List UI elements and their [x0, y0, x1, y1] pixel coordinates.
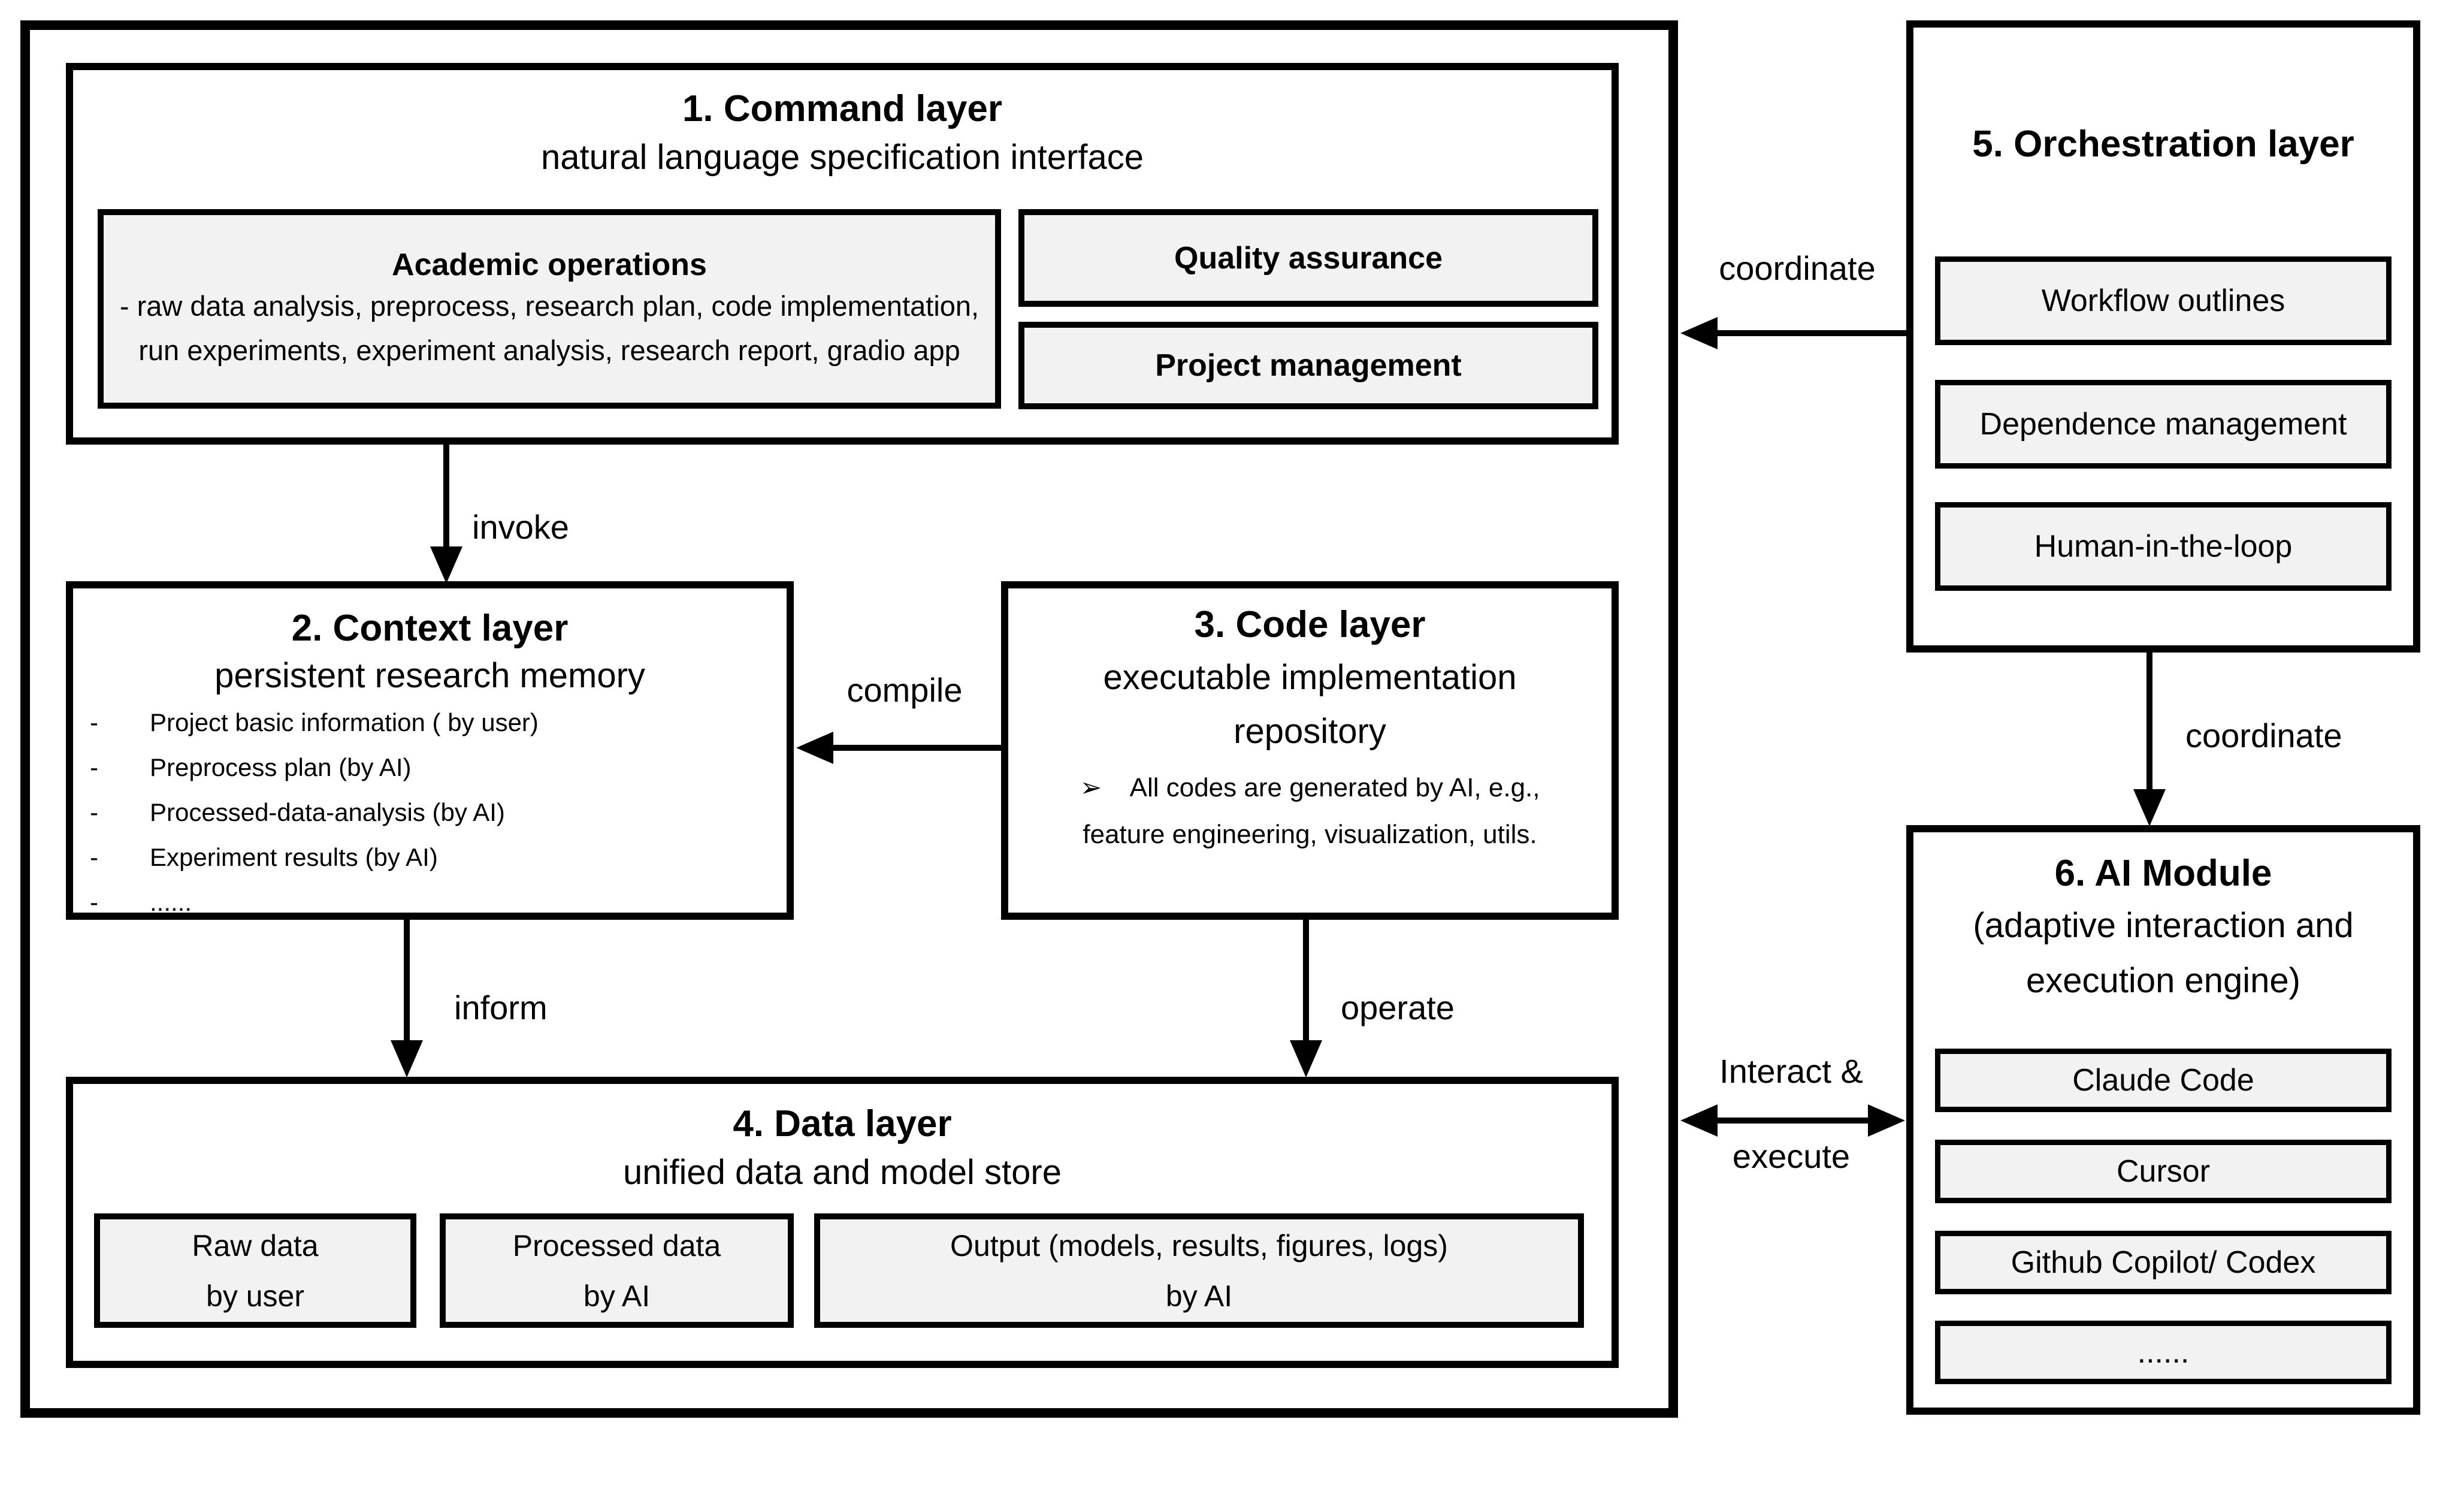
context-item-text: Experiment results (by AI): [150, 842, 438, 871]
academic-operations-title: Academic operations: [392, 247, 707, 282]
code-layer-note: ➢ All codes are generated by AI, e.g., f…: [1008, 765, 1612, 858]
arrowhead-down-icon: [430, 546, 462, 584]
orchestration-item-human-in-the-loop: Human-in-the-loop: [1935, 502, 2392, 591]
interact-label-line1: Interact &: [1719, 1052, 1863, 1090]
arrow-line: [1715, 1118, 1870, 1124]
code-layer-subtitle-line1: executable implementation: [1103, 658, 1517, 697]
arrow-line: [443, 445, 449, 550]
project-management-label: Project management: [1155, 348, 1462, 383]
orchestration-item-workflow-outlines: Workflow outlines: [1935, 256, 2392, 345]
code-note-line2: feature engineering, visualization, util…: [1083, 820, 1537, 849]
arrowhead-right-icon: [1868, 1104, 1905, 1137]
arrowhead-down-icon: [391, 1040, 423, 1077]
quality-assurance-box: Quality assurance: [1018, 209, 1598, 307]
raw-data-store-box: Raw data by user: [94, 1213, 416, 1328]
context-item-list: - Project basic information ( by user) -…: [90, 700, 773, 925]
code-layer-title: 3. Code layer: [1194, 604, 1426, 645]
arrow-line: [404, 919, 410, 1043]
project-management-box: Project management: [1018, 322, 1598, 409]
context-list-item: - Processed-data-analysis (by AI): [90, 790, 773, 835]
coordinate-top-label: coordinate: [1719, 249, 1876, 287]
orchestration-item-label: Dependence management: [1979, 407, 2347, 442]
list-dash: -: [90, 708, 98, 736]
code-layer-subtitle-line2: repository: [1233, 712, 1386, 751]
context-list-item: - Preprocess plan (by AI): [90, 745, 773, 790]
arrowhead-down-icon: [2133, 789, 2166, 826]
ai-item-label: ......: [2137, 1335, 2190, 1370]
command-layer-subtitle: natural language specification interface: [541, 138, 1144, 177]
ai-module-subtitle-line2: execution engine): [2026, 961, 2300, 1000]
context-list-item: - ......: [90, 880, 773, 925]
orchestration-item-label: Workflow outlines: [2041, 283, 2285, 318]
data-layer-subtitle: unified data and model store: [623, 1153, 1062, 1192]
invoke-label: invoke: [472, 508, 569, 546]
orchestration-layer-title: 5. Orchestration layer: [1972, 123, 2354, 165]
context-item-text: Project basic information ( by user): [150, 708, 539, 736]
arrowhead-down-icon: [1290, 1040, 1322, 1077]
orchestration-item-label: Human-in-the-loop: [2034, 529, 2293, 564]
arrow-line: [1716, 330, 1906, 336]
context-item-text: ......: [150, 887, 192, 916]
code-note-text1: All codes are generated by AI, e.g.,: [1129, 773, 1540, 802]
inform-label: inform: [454, 989, 548, 1026]
list-dash: -: [90, 753, 98, 781]
arrowhead-left-icon: [1680, 1104, 1718, 1137]
ai-item-github-copilot-codex: Github Copilot/ Codex: [1935, 1231, 2392, 1294]
context-layer-title: 2. Context layer: [291, 608, 569, 649]
data-layer-title: 4. Data layer: [733, 1103, 952, 1144]
list-dash: -: [90, 887, 98, 916]
ai-item-label: Github Copilot/ Codex: [2010, 1245, 2316, 1280]
interact-label-line2: execute: [1732, 1137, 1851, 1175]
ai-module-title: 6. AI Module: [2054, 853, 2272, 894]
context-item-text: Preprocess plan (by AI): [150, 753, 412, 781]
context-item-text: Processed-data-analysis (by AI): [150, 798, 505, 826]
arrowhead-left-icon: [1680, 317, 1718, 349]
arrowhead-left-icon: [796, 732, 833, 764]
ai-item-claude-code: Claude Code: [1935, 1049, 2392, 1112]
list-dash: -: [90, 798, 98, 826]
output-store-box: Output (models, results, figures, logs) …: [814, 1213, 1584, 1328]
arrow-bullet-icon: ➢: [1080, 773, 1102, 802]
raw-data-line1: Raw data: [192, 1228, 319, 1263]
ai-module-box: 6. AI Module (adaptive interaction and e…: [1906, 825, 2420, 1415]
ai-item-cursor: Cursor: [1935, 1140, 2392, 1203]
arrow-line: [2146, 653, 2152, 792]
coordinate-right-label: coordinate: [2185, 717, 2342, 754]
output-line2: by AI: [1165, 1279, 1233, 1313]
arrow-line: [1303, 919, 1309, 1043]
arrow-line: [832, 745, 1002, 751]
list-dash: -: [90, 842, 98, 871]
quality-assurance-label: Quality assurance: [1174, 240, 1443, 276]
context-list-item: - Experiment results (by AI): [90, 835, 773, 880]
ai-item-label: Claude Code: [2072, 1063, 2254, 1098]
academic-operations-body: - raw data analysis, preprocess, researc…: [119, 289, 979, 366]
output-line1: Output (models, results, figures, logs): [950, 1228, 1448, 1263]
academic-operations-box: Academic operations - raw data analysis,…: [98, 209, 1001, 409]
raw-data-line2: by user: [206, 1279, 304, 1313]
context-layer-box: 2. Context layer persistent research mem…: [66, 581, 794, 920]
compile-label: compile: [846, 671, 963, 709]
ai-item-ellipsis: ......: [1935, 1321, 2392, 1384]
code-layer-box: 3. Code layer executable implementation …: [1001, 581, 1619, 920]
ai-module-subtitle-line1: (adaptive interaction and: [1973, 906, 2354, 945]
processed-data-store-box: Processed data by AI: [440, 1213, 794, 1328]
context-layer-subtitle: persistent research memory: [214, 656, 645, 695]
context-list-item: - Project basic information ( by user): [90, 700, 773, 745]
command-layer-title: 1. Command layer: [682, 88, 1003, 129]
ai-item-label: Cursor: [2116, 1154, 2211, 1189]
code-note-line1: ➢ All codes are generated by AI, e.g.,: [1008, 765, 1612, 811]
processed-data-line2: by AI: [583, 1279, 651, 1313]
processed-data-line1: Processed data: [512, 1228, 721, 1263]
system-boundary-box: [20, 20, 1678, 1418]
orchestration-item-dependence-management: Dependence management: [1935, 380, 2392, 469]
operate-label: operate: [1341, 989, 1455, 1026]
